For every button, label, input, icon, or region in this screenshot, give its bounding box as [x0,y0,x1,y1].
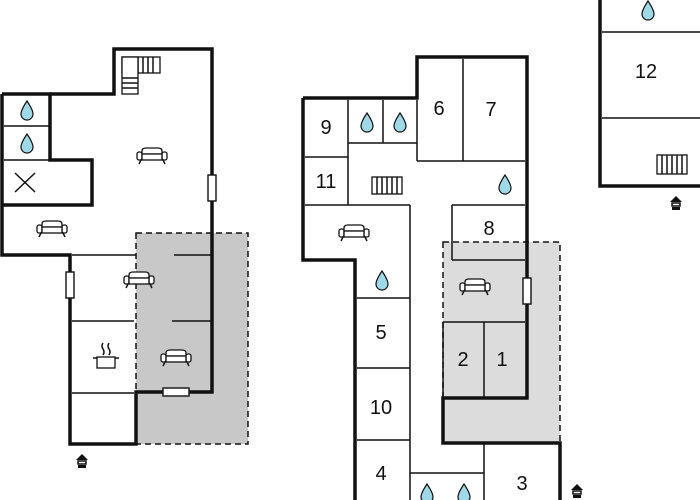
room-label-4: 4 [375,463,386,485]
cooking-pot-icon [92,342,120,369]
window [162,387,190,397]
room-label-8: 8 [483,218,494,240]
right-building [598,0,700,211]
room-label-11: 11 [316,171,337,193]
room-label-2: 2 [457,349,468,371]
water-drop-icon [457,483,471,500]
stairs-icon [121,56,161,95]
room-label-3: 3 [516,473,527,495]
room-labels: 9 11 6 7 8 5 2 1 10 4 3 12 [316,61,658,495]
middle-building [301,55,584,500]
window [207,174,217,202]
water-drop-icon [375,270,389,291]
water-drop-icon [393,112,407,133]
entrance-icon [669,195,683,211]
sofa-icon [136,147,168,165]
left-building [0,47,249,469]
stairs-icon [656,154,688,175]
water-drop-icon [498,174,512,195]
water-drop-icon [641,0,655,21]
water-drop-icon [20,100,34,121]
room-label-12: 12 [635,61,657,83]
water-drop-icon [420,483,434,500]
room-label-10: 10 [370,397,392,419]
room-label-6: 6 [433,98,444,120]
room-label-5: 5 [375,322,386,344]
entrance-icon [75,453,89,469]
room-label-9: 9 [320,117,331,139]
stairs-icon [371,176,403,195]
room-label-1: 1 [496,349,507,371]
sofa-icon [36,220,68,238]
window [522,277,532,305]
window [65,271,75,299]
sofa-icon [338,224,370,242]
water-drop-icon [360,112,374,133]
water-drop-icon [20,133,34,154]
entrance-icon [570,483,584,499]
room-label-7: 7 [485,99,496,121]
